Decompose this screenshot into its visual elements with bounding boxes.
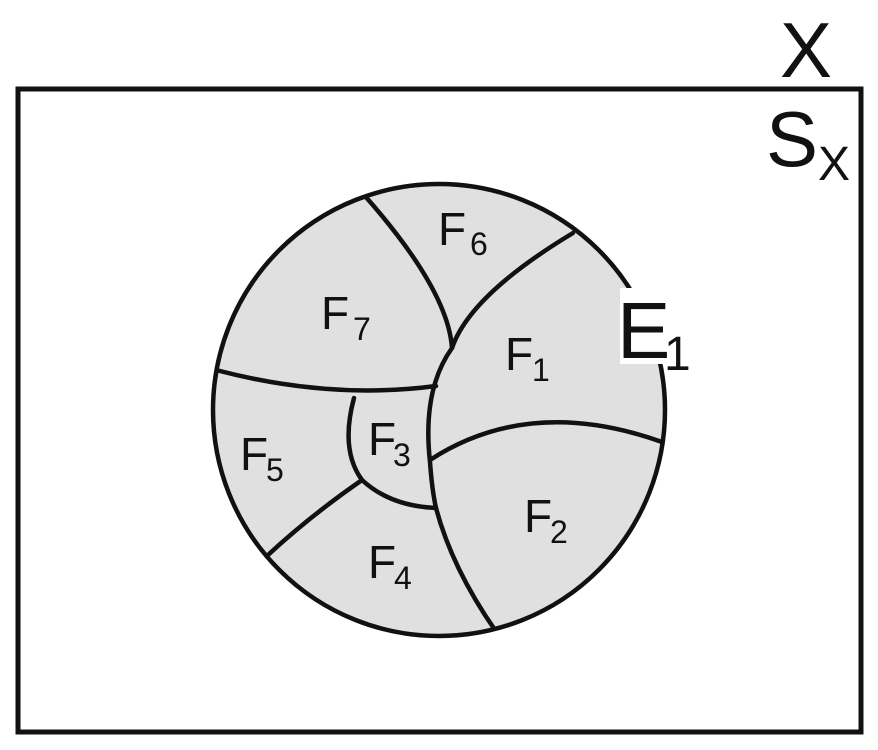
boundary-f4-f5 <box>265 477 365 558</box>
boundary-f6-f7 <box>362 193 455 351</box>
boundary-f1-f2 <box>427 420 665 463</box>
partition-boundaries <box>213 193 665 633</box>
boundary-f1-west <box>426 230 576 511</box>
sample-space-label: S X <box>766 95 850 191</box>
label-f4: F 4 <box>368 536 412 596</box>
event-circle <box>213 184 665 636</box>
label-f3: F 3 <box>368 413 411 473</box>
event-label-backing <box>620 288 666 364</box>
label-f7: F 7 <box>321 287 371 347</box>
universe-label: X <box>780 6 832 94</box>
label-f6: F 6 <box>438 203 488 262</box>
boundary-f7-f5 <box>213 367 439 393</box>
event-label: E 1 <box>617 286 691 381</box>
event-circle-outline <box>210 181 668 639</box>
label-f1: F 1 <box>505 328 550 388</box>
label-f2: F 2 <box>524 490 568 550</box>
boundary-f2-f4 <box>433 505 498 633</box>
label-f5: F 5 <box>240 428 284 488</box>
